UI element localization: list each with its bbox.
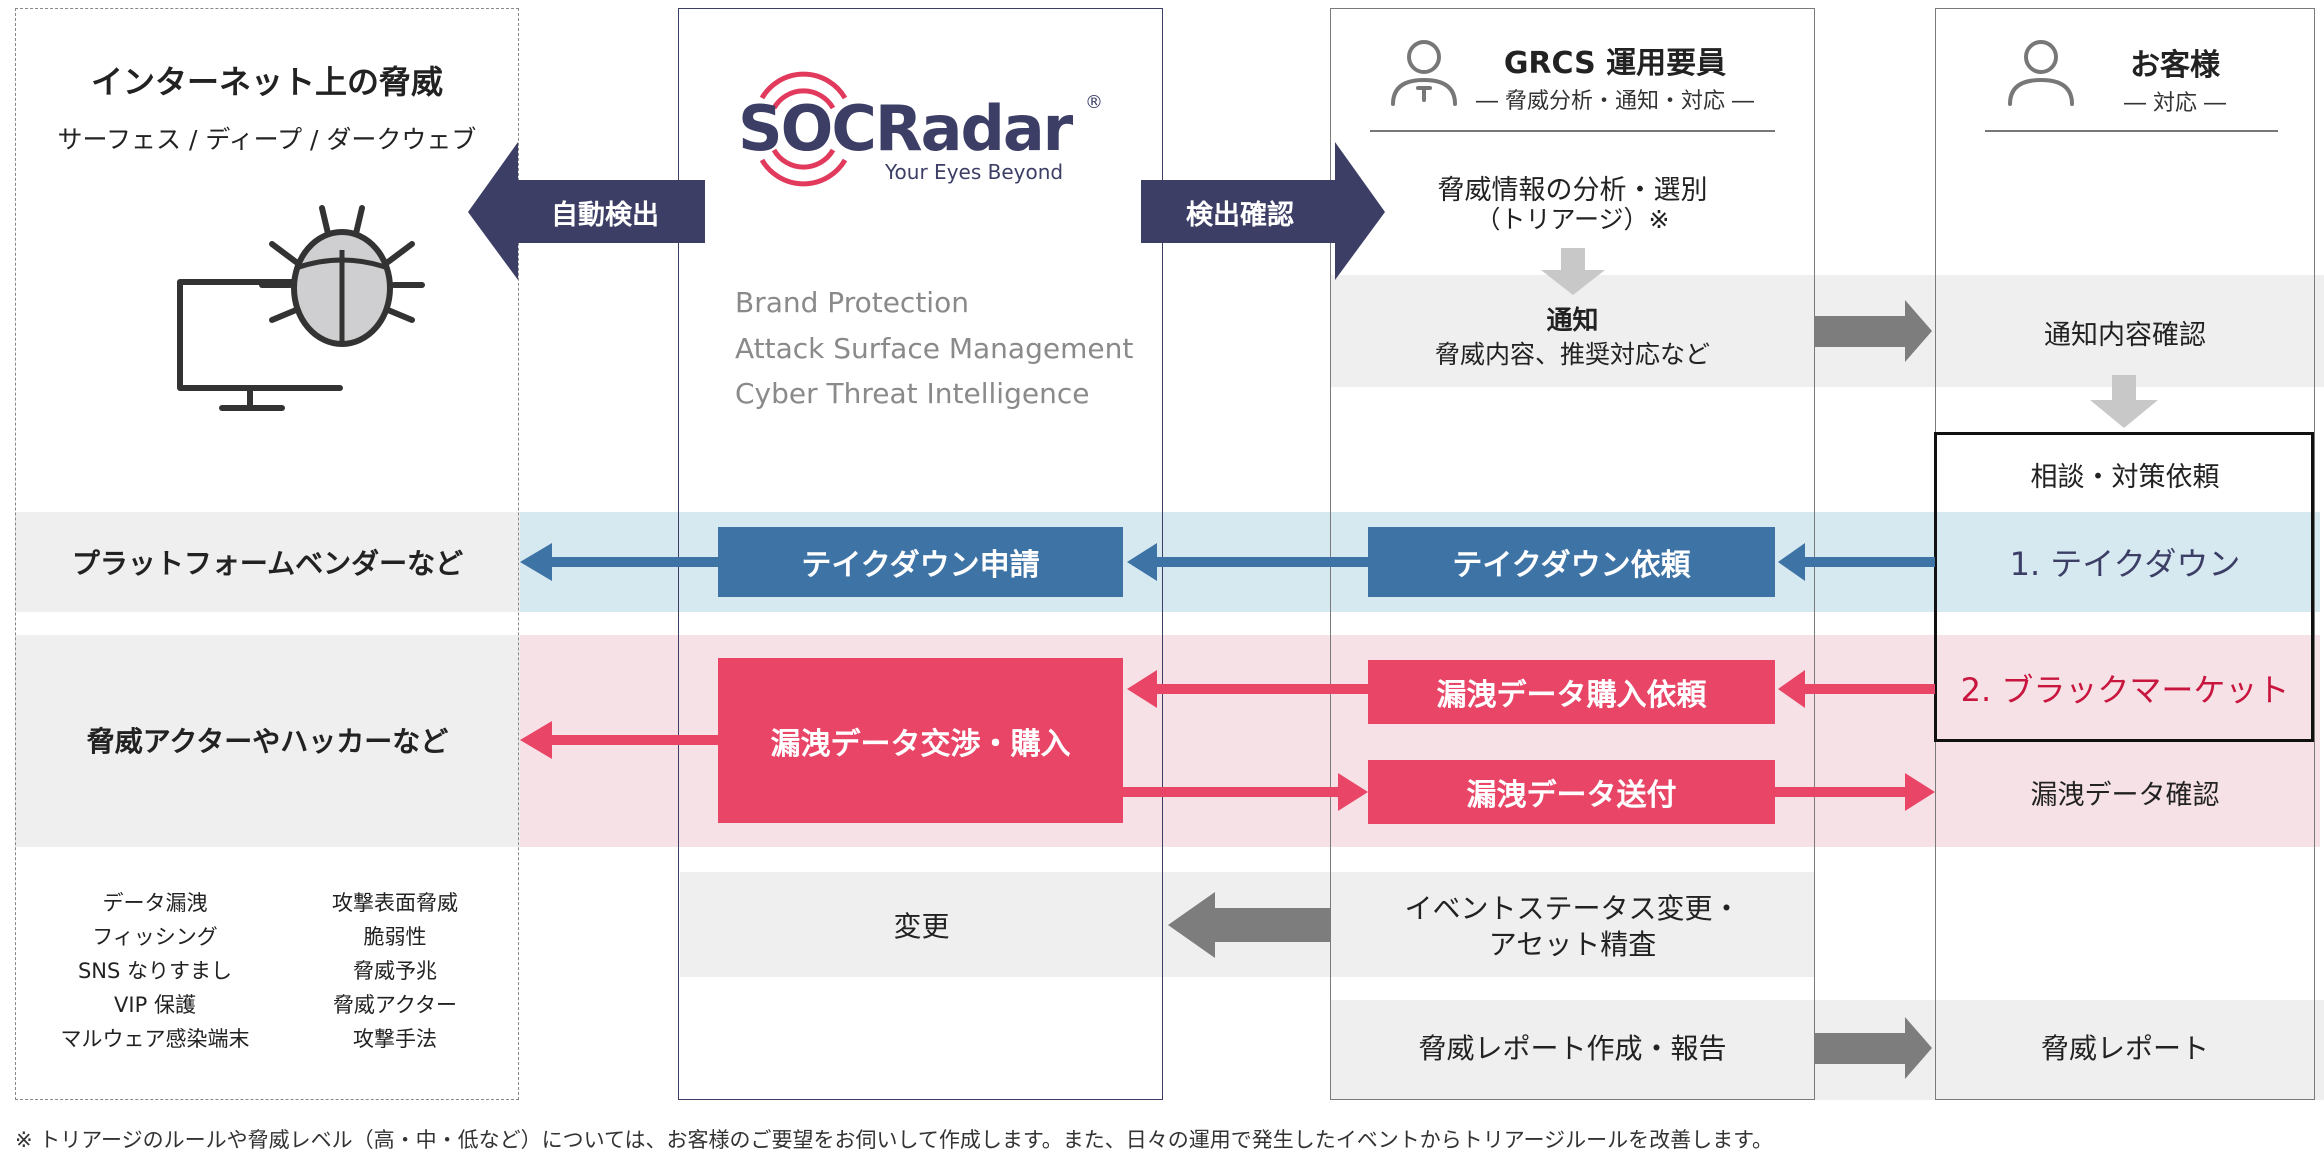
- threat-item: 脅威予兆: [353, 959, 437, 983]
- customer-options-box: [1934, 432, 2314, 742]
- triage-line2: （トリアージ）※: [1475, 205, 1670, 234]
- internet-column: [15, 8, 519, 1100]
- threat-item: フィッシング: [92, 925, 218, 949]
- customer-title: お客様: [2130, 48, 2220, 83]
- internet-subtitle: サーフェス / ディープ / ダークウェブ: [57, 125, 477, 154]
- threat-item: 攻撃表面脅威: [332, 891, 458, 915]
- grcs-column: [1330, 8, 1815, 1100]
- threat-item: マルウェア感染端末: [60, 1027, 250, 1051]
- takedown-request-box: テイクダウン依頼: [1368, 527, 1775, 597]
- triage-line1: 脅威情報の分析・選別: [1437, 174, 1708, 206]
- leak-buy-request-box: 漏洩データ購入依頼: [1368, 660, 1775, 724]
- report-create: 脅威レポート作成・報告: [1418, 1032, 1727, 1065]
- detect-confirm-label: 検出確認: [1186, 200, 1294, 231]
- service-cti: Cyber Threat Intelligence: [735, 377, 1090, 410]
- auto-detect-label: 自動検出: [551, 200, 659, 231]
- threat-list-left: データ漏洩 フィッシング SNS なりすまし VIP 保護 マルウェア感染端末: [40, 886, 270, 1056]
- takedown-apply-box: テイクダウン申請: [718, 527, 1123, 597]
- threat-actors: 脅威アクターやハッカーなど: [86, 725, 449, 758]
- change-label: 変更: [893, 910, 950, 943]
- grcs-subtitle: ― 脅威分析・通知・対応 ―: [1476, 89, 1754, 114]
- leak-negotiate-box: 漏洩データ交渉・購入: [718, 658, 1123, 823]
- notify-detail: 脅威内容、推奨対応など: [1434, 340, 1710, 369]
- socradar-tagline: Your Eyes Beyond: [885, 160, 1064, 184]
- service-asm: Attack Surface Management: [735, 332, 1134, 365]
- leak-confirm: 漏洩データ確認: [2030, 779, 2220, 811]
- consult-request: 相談・対策依頼: [2030, 461, 2220, 493]
- socradar-registered: ®: [1085, 92, 1103, 113]
- threat-item: SNS なりすまし: [77, 959, 233, 983]
- socradar-column: [678, 8, 1163, 1100]
- threat-item: 脅威アクター: [332, 993, 458, 1017]
- threat-list-right: 攻撃表面脅威 脆弱性 脅威予兆 脅威アクター 攻撃手法: [280, 886, 510, 1056]
- socradar-logo: SOCRadar: [738, 92, 1073, 165]
- black-market-option: 2. ブラックマーケット: [1960, 671, 2290, 709]
- customer-divider: [1985, 130, 2278, 132]
- threat-item: 脆弱性: [363, 925, 427, 949]
- service-brand-protection: Brand Protection: [735, 286, 969, 319]
- event-status-line2: アセット精査: [1488, 928, 1657, 961]
- customer-subtitle: ― 対応 ―: [2124, 91, 2226, 116]
- internet-title: インターネット上の脅威: [90, 63, 443, 101]
- threat-report: 脅威レポート: [2040, 1032, 2209, 1065]
- threat-item: VIP 保護: [114, 993, 196, 1017]
- leak-send-box: 漏洩データ送付: [1368, 760, 1775, 824]
- platform-vendor: プラットフォームベンダーなど: [71, 547, 464, 580]
- platform-band-left: [15, 512, 520, 612]
- threat-item: データ漏洩: [102, 891, 208, 915]
- notify-title: 通知: [1546, 305, 1599, 336]
- threat-item: 攻撃手法: [353, 1027, 437, 1051]
- grcs-title: GRCS 運用要員: [1503, 46, 1727, 81]
- event-status-line1: イベントステータス変更・: [1404, 892, 1741, 925]
- notify-confirm: 通知内容確認: [2044, 319, 2206, 351]
- takedown-option: 1. テイクダウン: [2009, 545, 2241, 583]
- actor-band-left: [15, 635, 520, 847]
- grcs-divider: [1370, 130, 1775, 132]
- footnote: ※ トリアージのルールや脅威レベル（高・中・低など）については、お客様のご要望を…: [15, 1128, 1774, 1152]
